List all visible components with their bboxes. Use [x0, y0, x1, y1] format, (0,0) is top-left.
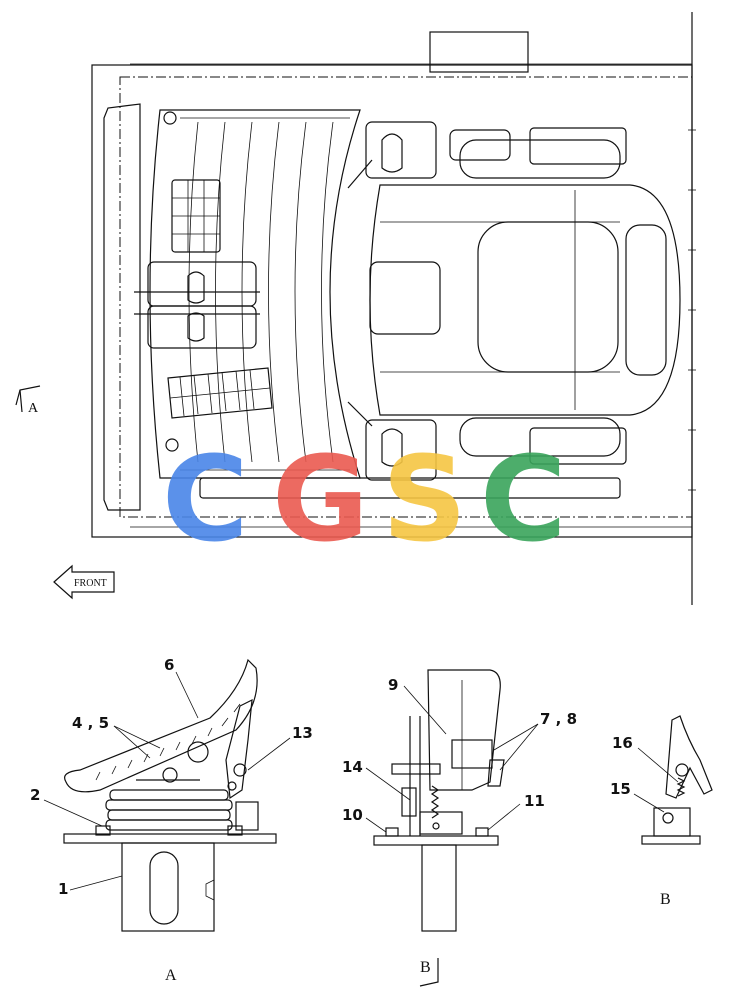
callout-15: 15: [610, 780, 631, 798]
callout-1: 1: [58, 880, 68, 898]
callout-2: 2: [30, 786, 40, 804]
pedal-lower: [167, 367, 273, 419]
view-side-caption: B: [420, 959, 431, 976]
right-console: [199, 401, 627, 499]
lever-arm: [225, 698, 259, 831]
leaders-b: [633, 747, 679, 813]
cab-outline: [91, 12, 693, 605]
pedal-upper: [171, 179, 221, 253]
callout-13: 13: [292, 724, 313, 742]
watermark-letter-1: C: [162, 430, 249, 568]
view-b-caption: B: [660, 891, 671, 908]
view-a-caption: A: [165, 967, 177, 984]
callout-11: 11: [524, 792, 545, 810]
watermark-letter-3: S: [382, 430, 467, 568]
travel-levers: [134, 261, 260, 349]
callout-6: 6: [164, 656, 174, 674]
base-plate-side: [373, 827, 499, 932]
base-plate-a: [63, 825, 277, 844]
view-marker-a: A: [15, 385, 41, 416]
left-console: [347, 121, 627, 189]
view-marker-a-label: A: [28, 401, 39, 416]
front-label: FRONT: [74, 578, 107, 589]
side-pedal: [427, 669, 505, 791]
view-b-lever: [641, 715, 713, 845]
callout-7-8: 7 , 8: [540, 710, 577, 728]
view-side: 9 7 , 8 14 10 11 B: [342, 669, 577, 987]
callout-10: 10: [342, 806, 363, 824]
watermark-letter-2: G: [272, 430, 369, 568]
plan-view: A FRONT: [15, 12, 696, 605]
leaders-side: [365, 685, 539, 833]
side-linkage: [391, 716, 463, 836]
watermark: C G S C: [162, 430, 567, 568]
leaders-a: [43, 671, 291, 891]
callout-16: 16: [612, 734, 633, 752]
pedal-tread: [64, 658, 258, 793]
bellows: [105, 779, 233, 831]
edge-ticks: [688, 129, 696, 491]
callout-14: 14: [342, 758, 363, 776]
shaft-a: [121, 842, 215, 932]
view-b-marker: B: [419, 958, 439, 987]
view-b: 16 15 B: [610, 715, 713, 908]
callout-9: 9: [388, 676, 398, 694]
watermark-letter-4: C: [480, 430, 567, 568]
view-a: 6 4 , 5 13 2 1 A: [30, 656, 313, 984]
operator-seat: [369, 184, 681, 416]
callout-4-5: 4 , 5: [72, 714, 109, 732]
floor-ribs: [149, 109, 361, 479]
front-arrow: FRONT: [53, 564, 115, 600]
